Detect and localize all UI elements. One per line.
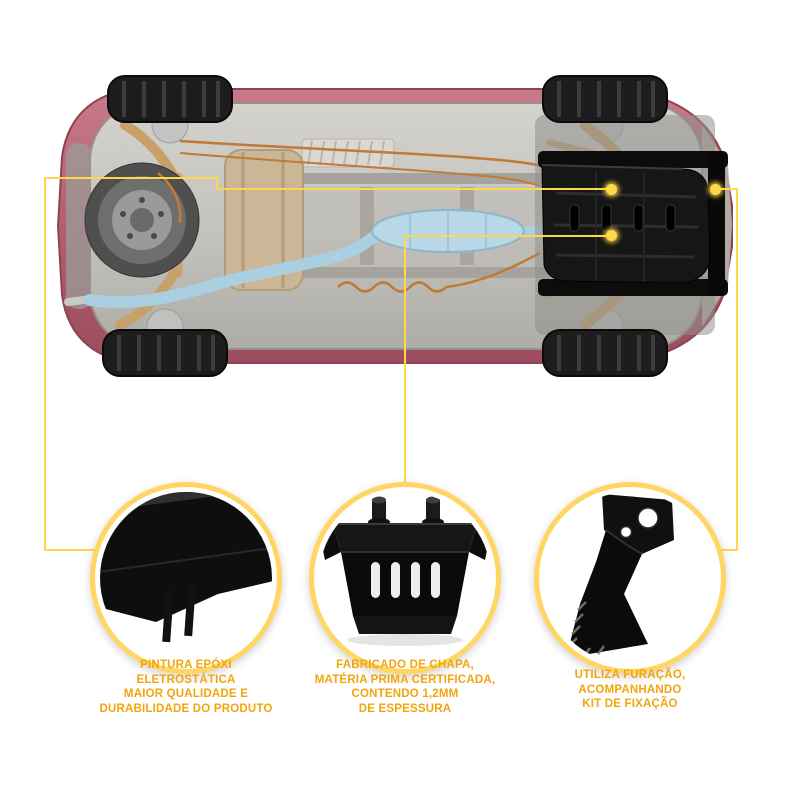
caption-line: MAIOR QUALIDADE E [123,688,249,700]
callout-circle-fixing [534,482,726,674]
tire-front-right [541,328,669,378]
callout-dot-paint [606,184,617,195]
tire-rear-right [101,328,229,378]
heat-shield [301,138,395,168]
callout-circle-sheet [309,482,501,674]
caption-line: CONTENDO 1,2MM [351,688,459,700]
caption-line: ACOMPANHANDO [578,683,682,696]
callout-line-sheet-vertical [404,235,406,485]
callout-dot-fixing [710,184,721,195]
caption-line: KIT DE FIXAÇÃO [582,698,678,710]
callout-line-paint-horizontal [216,188,614,190]
tire-front-left [541,74,669,124]
callout-line-fixing-vertical [736,188,738,551]
callout-caption-paint: PINTURA EPÓXI ELETROSTÁTICA MAIOR QUALID… [76,658,296,716]
caption-line: ELETROSTÁTICA [136,673,236,686]
callout-line-paint-bottom [44,549,96,551]
plate-closeup-image [319,492,491,664]
muffler [371,209,525,253]
callout-line-sheet-horizontal [404,235,614,237]
caption-line: FABRICADO DE CHAPA, [336,659,474,671]
caption-line: DE ESPESSURA [358,702,452,715]
callout-line-fixing-bottom [712,549,738,551]
spare-tire [84,162,200,278]
callout-line-paint-top [44,177,218,179]
caption-line: PINTURA EPÓXI [140,659,232,671]
callout-circle-paint [90,482,282,674]
callout-caption-fixing: UTILIZA FURAÇÃO, ACOMPANHANDO KIT DE FIX… [520,668,740,712]
callout-line-paint-vertical [44,177,46,551]
caption-line: DURABILIDADE DO PRODUTO [99,702,273,715]
bracket-closeup-image [544,492,716,664]
callout-line-paint-elbow [216,177,218,190]
car-underside-illustration [56,74,733,378]
fuel-tank [224,149,304,291]
callout-line-fixing-horizontal [714,188,738,190]
callout-caption-sheet: FABRICADO DE CHAPA, MATÉRIA PRIMA CERTIF… [295,658,515,716]
caption-line: MATÉRIA PRIMA CERTIFICADA, [314,673,496,686]
tire-rear-left [106,74,234,124]
paint-closeup-image [100,492,272,664]
fluid-lines [157,139,589,293]
callout-dot-sheet [606,230,617,241]
caption-line: UTILIZA FURAÇÃO, [574,669,686,681]
skid-plate [535,115,728,335]
rear-bumper [66,143,92,309]
